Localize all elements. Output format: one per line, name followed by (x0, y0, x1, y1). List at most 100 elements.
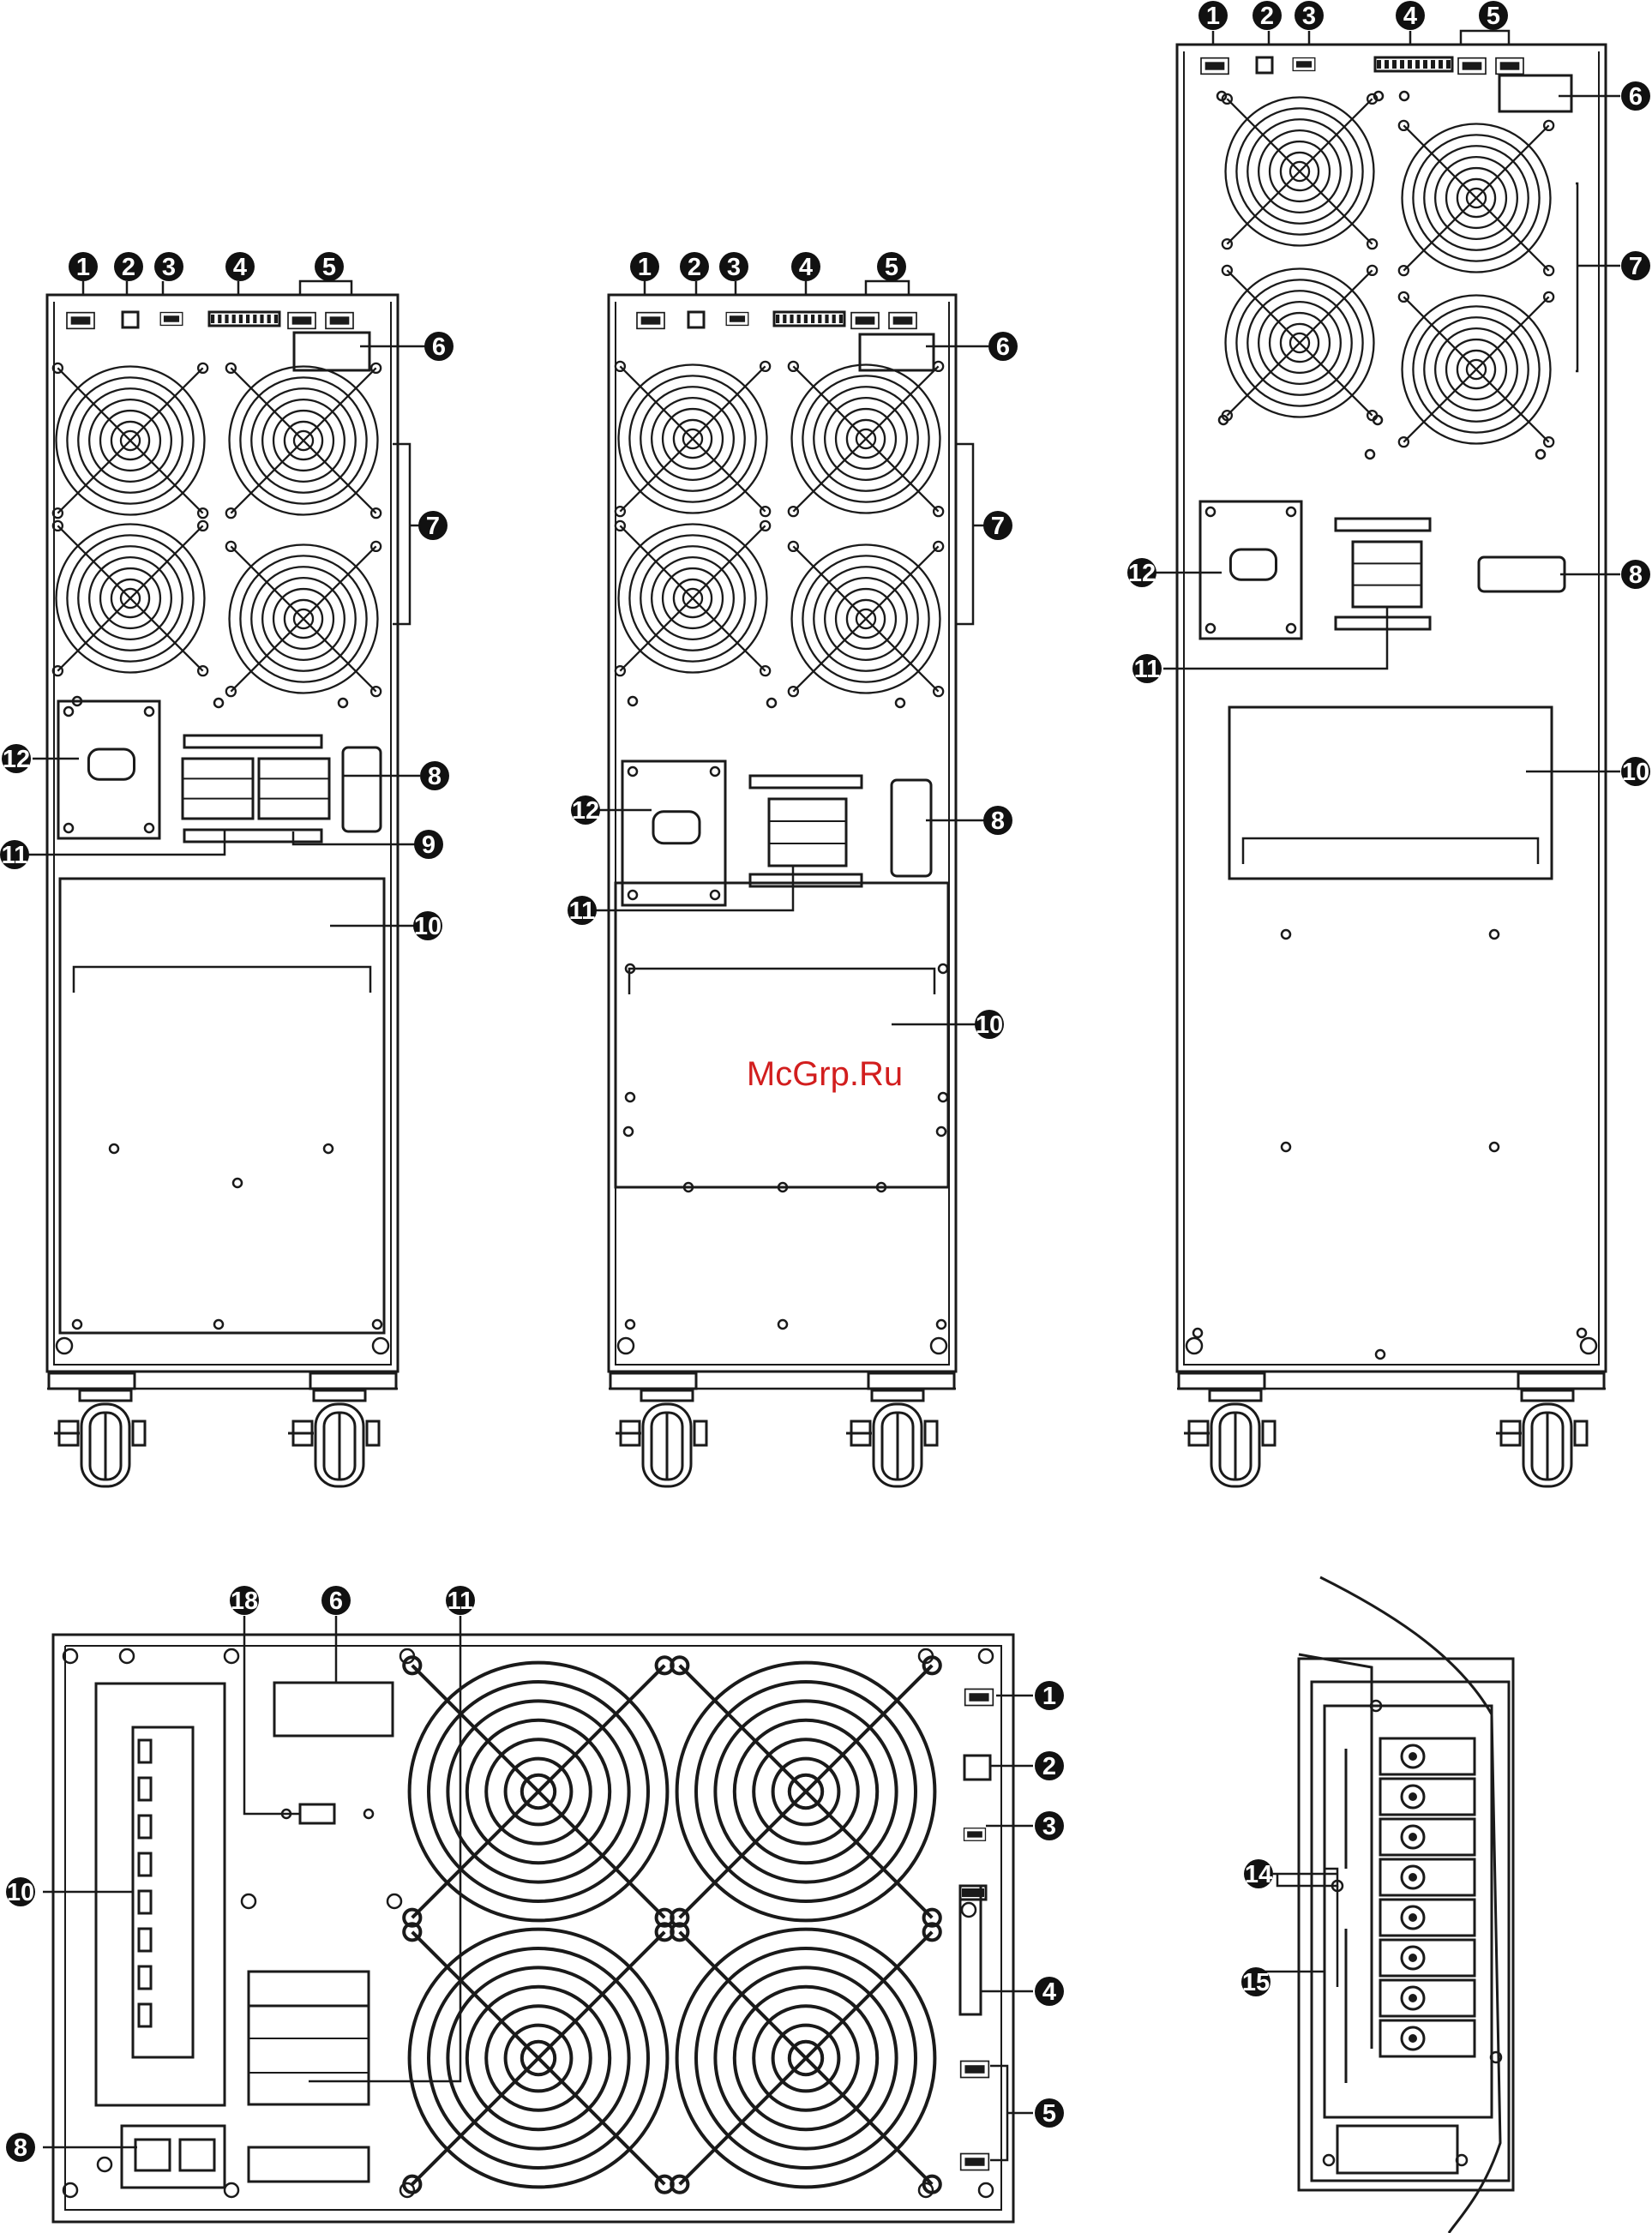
callout-marker: 6 (988, 332, 1018, 361)
battery-cell-slot (139, 1929, 151, 1951)
callout-number: 7 (426, 513, 440, 540)
base-foot-left (49, 1373, 135, 1389)
callout-marker: 5 (877, 252, 906, 281)
screw-hole (937, 1127, 946, 1136)
terminal-pin (274, 315, 278, 323)
screw-hole (1282, 1143, 1290, 1151)
screw-hole (387, 1894, 401, 1908)
battery-cell-slot (139, 2004, 151, 2026)
terminal-screw-head (1409, 1752, 1417, 1761)
terminal-pin (1431, 60, 1435, 69)
callout-number: 6 (329, 1588, 343, 1615)
terminal-cover-plate (1337, 2126, 1457, 2173)
terminal-pin (239, 315, 243, 323)
serial-port-icon (851, 313, 879, 329)
screw-hole (145, 824, 153, 832)
ups-rear-view-a: 123456789101112 (0, 252, 454, 1486)
callout-number: 5 (322, 254, 336, 281)
terminal-cover-rail (750, 874, 862, 886)
caster-wheel-icon (1496, 1390, 1587, 1486)
cover-handle (1243, 838, 1538, 864)
callout-number: 10 (976, 1011, 1003, 1039)
screw-hole (324, 1144, 333, 1153)
callout-marker: 6 (321, 1586, 351, 1615)
screw-hole (1206, 507, 1215, 516)
callout-marker: 2 (114, 252, 143, 281)
callout-marker: 3 (1295, 1, 1324, 30)
screw-hole (373, 1320, 381, 1329)
cooling-fan-icon (1399, 292, 1553, 447)
callout-number: 8 (1629, 561, 1643, 589)
screw-hole (225, 2183, 238, 2197)
callout-marker: 1 (69, 252, 98, 281)
terminal-pin (1377, 60, 1381, 69)
serial-port-icon (961, 2153, 989, 2170)
callout-number: 11 (448, 1588, 474, 1615)
usb-port-icon (123, 312, 138, 327)
cooling-fan-icon (1399, 121, 1553, 275)
screw-hole (1536, 450, 1545, 459)
serial-port-icon (67, 313, 94, 329)
base-foot-right (868, 1373, 954, 1389)
battery-cell-slot (139, 1740, 151, 1762)
screw-hole (1287, 624, 1295, 633)
callout-number: 9 (422, 831, 436, 859)
input-breaker-plate (58, 701, 159, 838)
cover-handle (629, 969, 934, 994)
callout-marker: 14 (1244, 1859, 1273, 1888)
cooling-fan-icon (404, 1924, 673, 2193)
battery-cell-slot (139, 1816, 151, 1838)
cabinet-edge (1299, 1654, 1372, 2049)
screw-hole (339, 699, 347, 707)
screw-hole (233, 1179, 242, 1187)
terminal-pin (832, 315, 836, 323)
screw-hole (778, 1320, 787, 1329)
chassis-inner-edge (54, 302, 391, 1365)
screw-hole (931, 1338, 946, 1354)
callout-number: 8 (14, 2134, 27, 2162)
callout-marker: 1 (1035, 1681, 1064, 1710)
callout-number: 10 (1622, 759, 1649, 786)
screw-hole (64, 824, 73, 832)
input-breaker-switch (135, 2140, 170, 2170)
callout-number: 12 (1128, 560, 1156, 587)
screw-hole (1490, 930, 1499, 939)
callout-leader-line (300, 281, 351, 295)
terminal-cover-rail (184, 735, 321, 747)
terminal-cell (1380, 1819, 1475, 1855)
terminal-cell (1380, 1940, 1475, 1976)
screw-hole (145, 707, 153, 716)
screw-hole (364, 1810, 373, 1818)
terminal-cover-rail (1336, 519, 1430, 531)
screw-hole (1324, 2155, 1334, 2165)
callout-marker: 5 (1479, 1, 1508, 30)
callout-marker: 3 (1035, 1811, 1064, 1840)
callout-number: 1 (638, 254, 652, 281)
caster-wheel-icon (54, 1390, 145, 1486)
screw-hole (373, 1338, 388, 1354)
terminal-cell (1380, 1980, 1475, 2016)
screw-hole (628, 891, 637, 899)
callout-number: 18 (231, 1588, 258, 1615)
callout-number: 1 (1042, 1683, 1056, 1710)
screw-hole (626, 1320, 634, 1329)
screw-hole (98, 2158, 111, 2171)
output-terminal-block (769, 799, 846, 866)
terminal-pin (790, 315, 793, 323)
cooling-fan-icon (1222, 94, 1377, 249)
serial-port-icon (889, 313, 916, 329)
callout-marker: 6 (1621, 81, 1650, 111)
cooling-fan-icon (671, 1924, 940, 2193)
cooling-fan-icon (404, 1657, 673, 1926)
callout-marker: 2 (680, 252, 709, 281)
terminal-screw-head (1409, 1792, 1417, 1801)
terminal-pin (1423, 60, 1427, 69)
callout-number: 4 (799, 254, 813, 281)
screw-hole (1193, 1329, 1202, 1337)
callout-marker: 15 (1241, 1967, 1271, 1996)
callout-marker: 6 (424, 332, 454, 361)
screw-hole (711, 767, 719, 776)
callout-number: 8 (991, 807, 1005, 835)
screw-hole (214, 699, 223, 707)
